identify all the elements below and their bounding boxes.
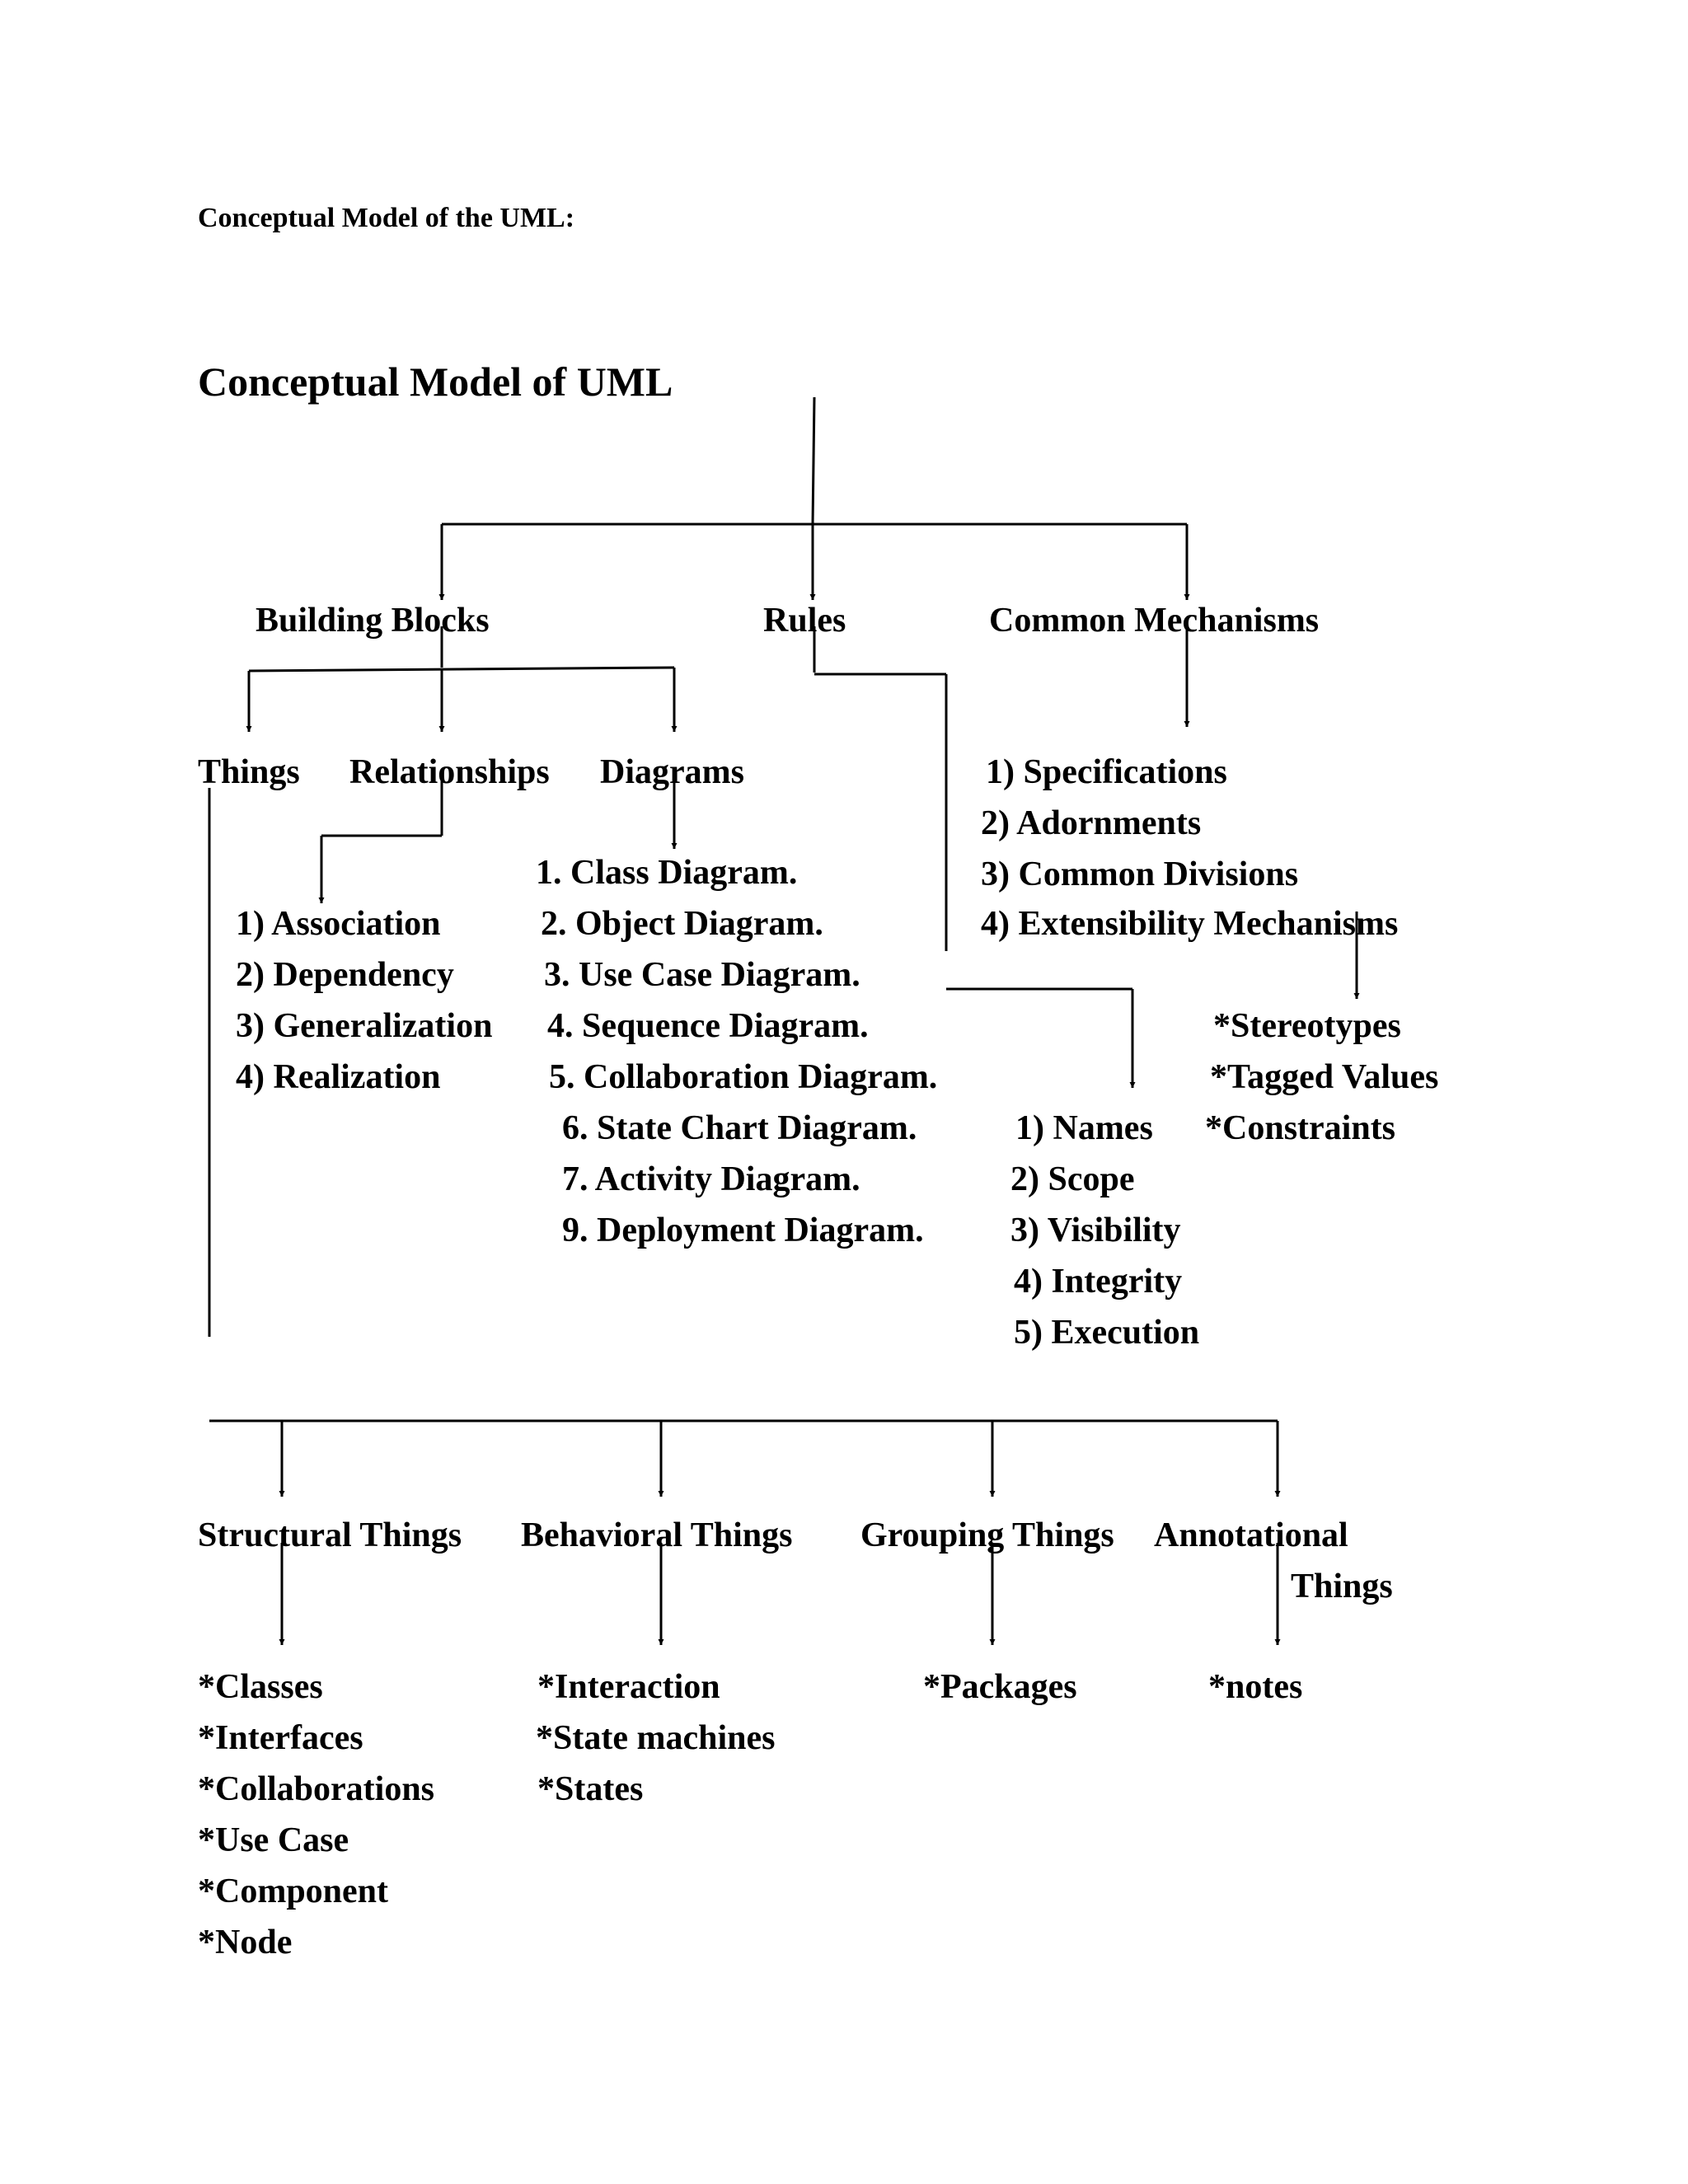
structural-item: *Classes (198, 1668, 323, 1706)
behavioral-item: *Interaction (537, 1668, 720, 1706)
structural-item: *Component (198, 1872, 389, 1910)
relationships-item: 4) Realization (236, 1058, 441, 1096)
structural-item: *Interfaces (198, 1719, 363, 1757)
diagrams-item: 5. Collaboration Diagram. (549, 1058, 938, 1096)
root-trunk (811, 396, 816, 525)
mechanisms-item: 2) Adornments (981, 804, 1202, 842)
diagrams-item: 4. Sequence Diagram. (547, 1007, 869, 1045)
diagrams-item: 6. State Chart Diagram. (562, 1109, 917, 1147)
mechanisms-item: 1) Specifications (986, 753, 1227, 791)
rules-item: 5) Execution (1014, 1314, 1200, 1352)
relationships-item: 3) Generalization (236, 1007, 493, 1045)
node-relationships: Relationships (349, 753, 550, 791)
node-annotational-things-line1: Annotational (1154, 1516, 1348, 1554)
diagrams-item: 3. Use Case Diagram. (544, 956, 860, 994)
behavioral-item: *State machines (536, 1719, 776, 1757)
rules-item: 4) Integrity (1014, 1263, 1183, 1301)
rules-item: 3) Visibility (1010, 1212, 1181, 1249)
node-diagrams: Diagrams (600, 753, 744, 791)
extensibility-item: *Tagged Values (1210, 1058, 1439, 1096)
structural-item: *Collaborations (198, 1770, 435, 1808)
relationships-item: 1) Association (236, 905, 441, 943)
structural-item: *Use Case (198, 1821, 349, 1859)
doc-heading: Conceptual Model of the UML: (198, 203, 575, 233)
structural-item: *Node (198, 1924, 293, 1961)
diagrams-item: 2. Object Diagram. (541, 905, 823, 943)
extensibility-item: *Constraints (1205, 1109, 1396, 1147)
diagrams-item: 7. Activity Diagram. (562, 1160, 860, 1198)
rules-item: 2) Scope (1010, 1160, 1135, 1198)
node-things: Things (198, 753, 300, 791)
building-blocks-bus (248, 666, 675, 673)
mechanisms-item: 3) Common Divisions (981, 855, 1299, 893)
node-behavioral-things: Behavioral Things (521, 1516, 793, 1554)
node-annotational-things-line2: Things (1291, 1568, 1393, 1605)
annotational-item: *notes (1208, 1668, 1303, 1706)
relationships-item: 2) Dependency (236, 956, 454, 994)
extensibility-item: *Stereotypes (1213, 1007, 1401, 1045)
node-grouping-things: Grouping Things (860, 1516, 1114, 1554)
node-building-blocks: Building Blocks (256, 602, 490, 640)
diagrams-item: 9. Deployment Diagram. (562, 1212, 924, 1249)
diagrams-item: 1. Class Diagram. (536, 854, 798, 892)
node-structural-things: Structural Things (198, 1516, 462, 1554)
node-common-mechanisms: Common Mechanisms (989, 602, 1320, 640)
mechanisms-item: 4) Extensibility Mechanisms (981, 905, 1399, 943)
grouping-item: *Packages (923, 1668, 1077, 1706)
rules-item: 1) Names (1015, 1109, 1153, 1147)
diagram-title: Conceptual Model of UML (198, 359, 673, 405)
node-rules: Rules (763, 602, 846, 640)
behavioral-item: *States (537, 1770, 644, 1808)
